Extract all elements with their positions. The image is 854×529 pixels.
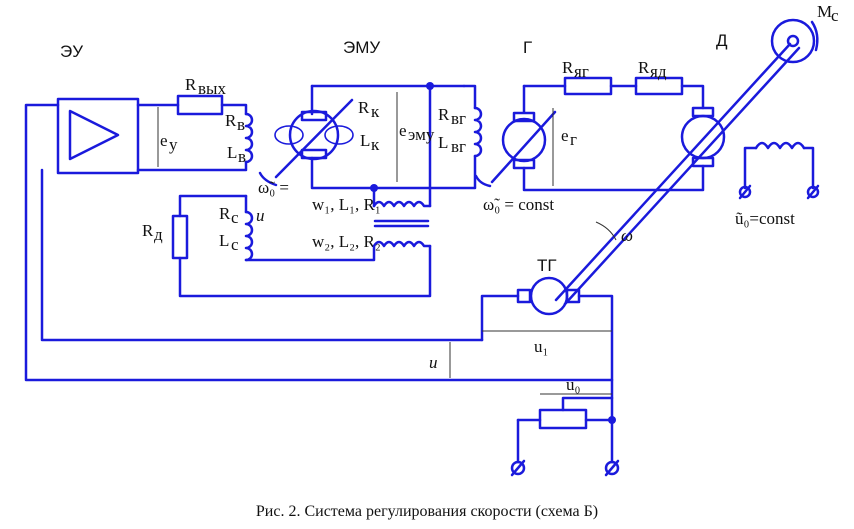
label-w1: w₁, L₁, R₁ bbox=[312, 195, 381, 214]
label-u0: u₀ bbox=[566, 375, 581, 394]
emu-machine bbox=[258, 98, 354, 187]
svg-text:в: в bbox=[237, 115, 245, 134]
terminal-ref-right bbox=[604, 459, 620, 477]
label-u: u bbox=[429, 353, 438, 372]
resistor-r-d bbox=[171, 214, 189, 260]
svg-text:эму: эму bbox=[408, 125, 435, 144]
svg-text:c: c bbox=[231, 235, 239, 254]
label-r-k: R bbox=[358, 98, 370, 117]
label-l-vg: L bbox=[438, 133, 448, 152]
label-w2: w₂, L₂, R₂ bbox=[312, 232, 381, 251]
svg-text:вг: вг bbox=[451, 109, 466, 128]
label-e-g: e bbox=[561, 126, 569, 145]
label-u-c: u bbox=[256, 206, 265, 225]
label-r-vyh: R bbox=[185, 75, 197, 94]
inductor-l-c bbox=[244, 210, 254, 262]
svg-text:вг: вг bbox=[451, 137, 466, 156]
amplifier-block bbox=[56, 97, 140, 175]
svg-text:г: г bbox=[570, 130, 577, 149]
label-omega0-const: ω̃₀ = const bbox=[483, 195, 554, 214]
inductor-l-v bbox=[244, 112, 254, 164]
label-omega0-left: ω̃₀ = bbox=[258, 178, 289, 197]
label-r-yag: R bbox=[562, 58, 574, 77]
resistor-r-vyh bbox=[176, 94, 224, 116]
svg-text:к: к bbox=[371, 135, 380, 154]
label-r-d: R bbox=[142, 221, 154, 240]
label-m-c: M bbox=[817, 2, 832, 21]
label-l-c: L bbox=[219, 231, 229, 250]
potentiometer bbox=[538, 408, 588, 430]
title-d: Д bbox=[716, 31, 728, 50]
shaft bbox=[554, 42, 792, 302]
load-flywheel bbox=[770, 18, 819, 64]
title-eu: ЭУ bbox=[60, 42, 83, 61]
label-l-v: L bbox=[227, 143, 237, 162]
label-r-vg: R bbox=[438, 105, 450, 124]
svg-text:яг: яг bbox=[574, 62, 589, 81]
inductor-motor-field bbox=[754, 141, 806, 150]
inductor-l-vg bbox=[473, 106, 483, 158]
label-e-u: e bbox=[160, 131, 168, 150]
svg-text:у: у bbox=[169, 135, 178, 154]
title-emu: ЭМУ bbox=[343, 38, 380, 57]
svg-text:к: к bbox=[371, 102, 380, 121]
svg-text:д: д bbox=[154, 225, 163, 244]
label-omega: ω bbox=[621, 226, 633, 245]
title-tg: ТГ bbox=[537, 256, 557, 275]
tachogenerator bbox=[516, 276, 581, 316]
figure-caption: Рис. 2. Система регулирования скорости (… bbox=[256, 503, 598, 520]
label-r-c: R bbox=[219, 204, 231, 223]
svg-text:вых: вых bbox=[198, 79, 226, 98]
terminal-u0-right bbox=[806, 184, 820, 200]
svg-text:в: в bbox=[238, 147, 246, 166]
label-u0-const: ũ₀=const bbox=[735, 209, 795, 228]
svg-text:яд: яд bbox=[650, 62, 667, 81]
label-r-yad: R bbox=[638, 58, 650, 77]
svg-text:c: c bbox=[831, 6, 839, 25]
motor-d bbox=[680, 106, 726, 168]
terminal-u0-left bbox=[738, 184, 752, 200]
title-g: Г bbox=[523, 38, 532, 57]
label-l-k: L bbox=[360, 131, 370, 150]
label-u1: u₁ bbox=[534, 337, 548, 356]
terminal-ref-left bbox=[510, 459, 526, 477]
label-r-v: R bbox=[225, 111, 237, 130]
svg-text:c: c bbox=[231, 208, 239, 227]
label-e-emu: e bbox=[399, 121, 407, 140]
generator-g bbox=[474, 110, 557, 188]
